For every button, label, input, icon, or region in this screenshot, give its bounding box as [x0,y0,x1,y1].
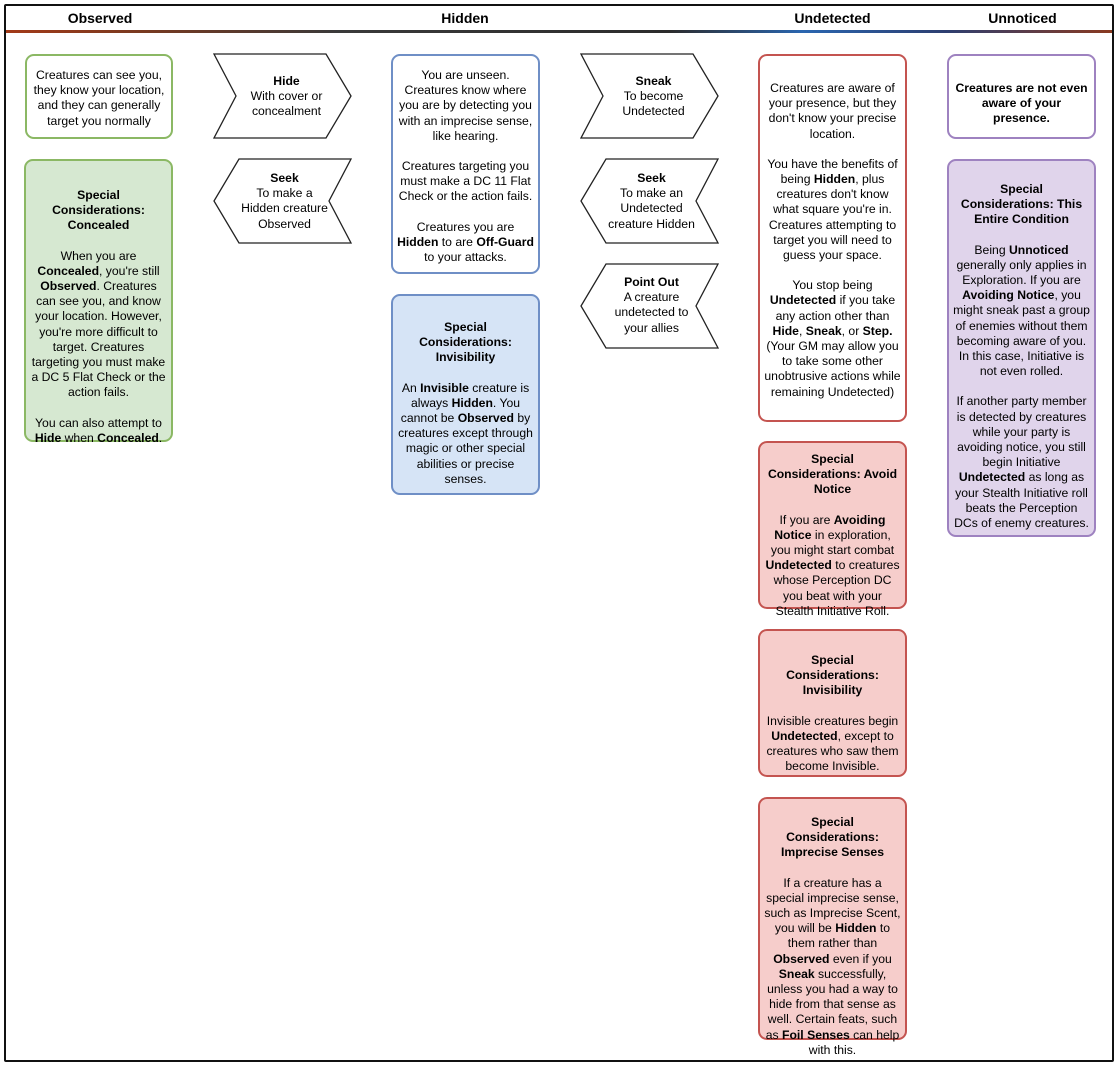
column-header-observed: Observed [67,10,133,26]
unnoticed-summary-box: Creatures are not even aware of your pre… [947,54,1096,139]
hide-arrow: Hide With cover or concealment [212,53,352,139]
hide-arrow-title: Hide [273,74,300,88]
unnoticed-summary-text: Creatures are not even aware of your pre… [955,81,1088,126]
observed-concealed-p1: When you are Concealed, you're still Obs… [31,248,166,400]
point-out-arrow: Point Out A creature undetected to your … [580,263,720,349]
sneak-arrow-title: Sneak [635,74,672,88]
observed-summary-box: Creatures can see you, they know your lo… [25,54,173,139]
column-header-unnoticed: Unnoticed [988,10,1057,26]
unnoticed-entire-condition-box: Special Considerations: This Entire Cond… [947,159,1096,537]
hidden-invisibility-p1: An Invisible creature is always Hidden. … [398,380,533,486]
observed-concealed-p2: You can also attempt to Hide when Concea… [34,415,163,445]
undetected-avoid-notice-box: Special Considerations: Avoid Notice If … [758,441,907,618]
diagram-frame [4,4,1114,1062]
undetected-summary-p2: You have the benefits of being Hidden, p… [767,156,898,263]
seek-arrow-hidden-title: Seek [637,171,666,185]
column-header-undetected: Undetected [794,10,871,26]
header-divider [6,30,1112,33]
undetected-summary-box: Creatures are aware of your presence, bu… [758,54,907,422]
undetected-invisibility-title: Special Considerations: Invisibility [786,653,879,698]
column-header-hidden: Hidden [441,10,489,26]
hidden-summary-p1: You are unseen. Creatures know where you… [398,68,533,143]
hidden-summary-p2: Creatures targeting you must make a DC 1… [398,159,533,204]
undetected-avoid-notice-p1: If you are Avoiding Notice in exploratio… [765,512,900,618]
hidden-invisibility-box: Special Considerations: Invisibility An … [391,294,540,495]
seek-arrow-observe: Seek To make a Hidden creature Observed [213,158,353,244]
undetected-imprecise-senses-box: Special Considerations: Imprecise Senses… [758,797,907,1057]
undetected-summary-p1: Creatures are aware of your presence, bu… [768,81,897,141]
observed-concealed-title: Special Considerations: Concealed [52,188,145,233]
unnoticed-entire-condition-title: Special Considerations: This Entire Cond… [960,182,1083,227]
unnoticed-entire-condition-p2: If another party member is detected by c… [954,394,1089,531]
undetected-invisibility-p1: Invisible creatures begin Undetected, ex… [766,713,899,774]
hidden-invisibility-title: Special Considerations: Invisibility [419,320,512,365]
seek-arrow-observe-title: Seek [270,171,299,185]
undetected-invisibility-box: Special Considerations: Invisibility Inv… [758,629,907,777]
seek-arrow-hidden: Seek To make an Undetected creature Hidd… [580,158,720,244]
unnoticed-entire-condition-p1: Being Unnoticed generally only applies i… [953,242,1090,379]
undetected-imprecise-senses-title: Special Considerations: Imprecise Senses [781,815,884,860]
undetected-imprecise-senses-p1: If a creature has a special imprecise se… [764,875,901,1057]
observed-summary-text: Creatures can see you, they know your lo… [33,68,165,128]
undetected-avoid-notice-title: Special Considerations: Avoid Notice [767,452,898,497]
observed-concealed-box: Special Considerations: Concealed When y… [24,159,173,445]
hidden-summary-box: You are unseen. Creatures know where you… [391,54,540,274]
sneak-arrow: Sneak To become Undetected [579,53,719,139]
undetected-summary-p3: You stop being Undetected if you take an… [764,278,901,399]
point-out-arrow-title: Point Out [624,275,679,289]
hidden-summary-p3: Creatures you are Hidden to are Off-Guar… [397,219,534,265]
